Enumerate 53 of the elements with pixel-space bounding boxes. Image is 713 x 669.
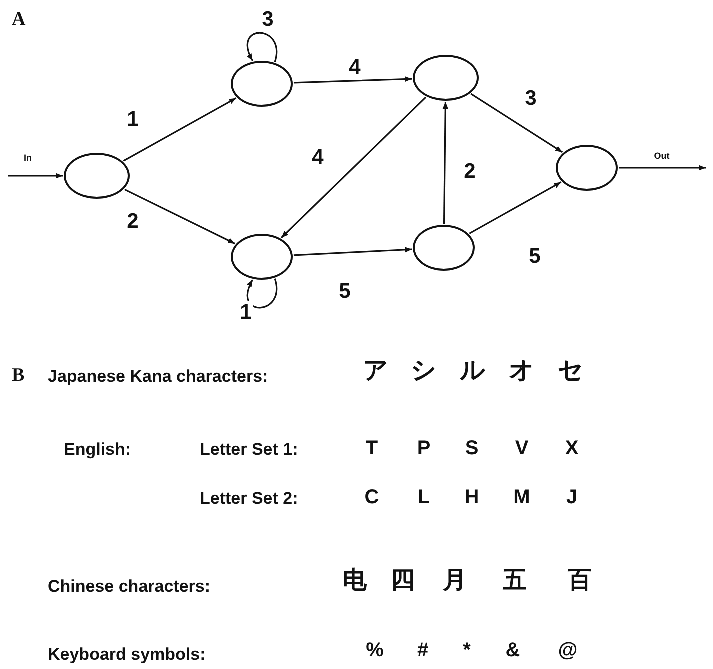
row-label: English: (64, 440, 132, 460)
edge-label: Out (653, 151, 671, 161)
symbol-character: # (417, 640, 429, 662)
symbol-character: X (565, 438, 579, 460)
arrow (246, 32, 278, 62)
kana-character: シ (411, 354, 437, 386)
panel-letter: A (12, 9, 26, 31)
arrow (469, 182, 562, 234)
kana-character: オ (509, 354, 535, 386)
symbol-character: M (514, 486, 530, 510)
row-label: Chinese characters: (48, 577, 211, 597)
symbol-character: H (464, 486, 480, 510)
arrow (280, 96, 427, 239)
chinese-character: 四 (391, 564, 415, 596)
state-ellipse (231, 61, 293, 107)
symbol-character: P (417, 438, 431, 460)
kana-character: ル (460, 354, 486, 386)
arrow (8, 173, 63, 179)
symbol-character: T (366, 438, 378, 460)
row-label: Letter Set 1: (200, 440, 298, 460)
row-label: Letter Set 2: (200, 489, 298, 509)
kana-character: ア (363, 354, 389, 386)
state-ellipse (413, 55, 479, 101)
symbol-character: * (463, 640, 471, 662)
state-ellipse (556, 145, 618, 191)
arrow (470, 93, 564, 154)
arrow (123, 98, 237, 162)
symbol-character: S (465, 438, 479, 460)
state-ellipse (413, 225, 475, 271)
symbol-character: @ (558, 640, 578, 662)
arrow (442, 102, 448, 224)
row-label: Japanese Kana characters: (48, 367, 268, 387)
symbol-character: & (506, 640, 520, 662)
chinese-character: 百 (568, 564, 592, 596)
arrow (124, 188, 236, 245)
state-ellipse (231, 234, 293, 280)
arrow (294, 76, 412, 84)
state-ellipse (64, 153, 130, 199)
symbol-character: % (366, 640, 384, 662)
arrow (619, 165, 706, 171)
symbol-character: C (364, 486, 380, 510)
symbol-character: V (515, 438, 529, 460)
panel-letter: B (12, 365, 25, 387)
arrow (246, 278, 278, 309)
symbol-character: J (566, 486, 578, 510)
arrow (294, 247, 412, 256)
chinese-character: 月 (443, 564, 467, 596)
chinese-character: 电 (343, 564, 367, 596)
symbol-character: L (418, 486, 430, 510)
edge-label: In (23, 153, 33, 163)
kana-character: セ (558, 354, 584, 386)
row-label: Keyboard symbols: (48, 645, 206, 665)
chinese-character: 五 (503, 564, 527, 596)
